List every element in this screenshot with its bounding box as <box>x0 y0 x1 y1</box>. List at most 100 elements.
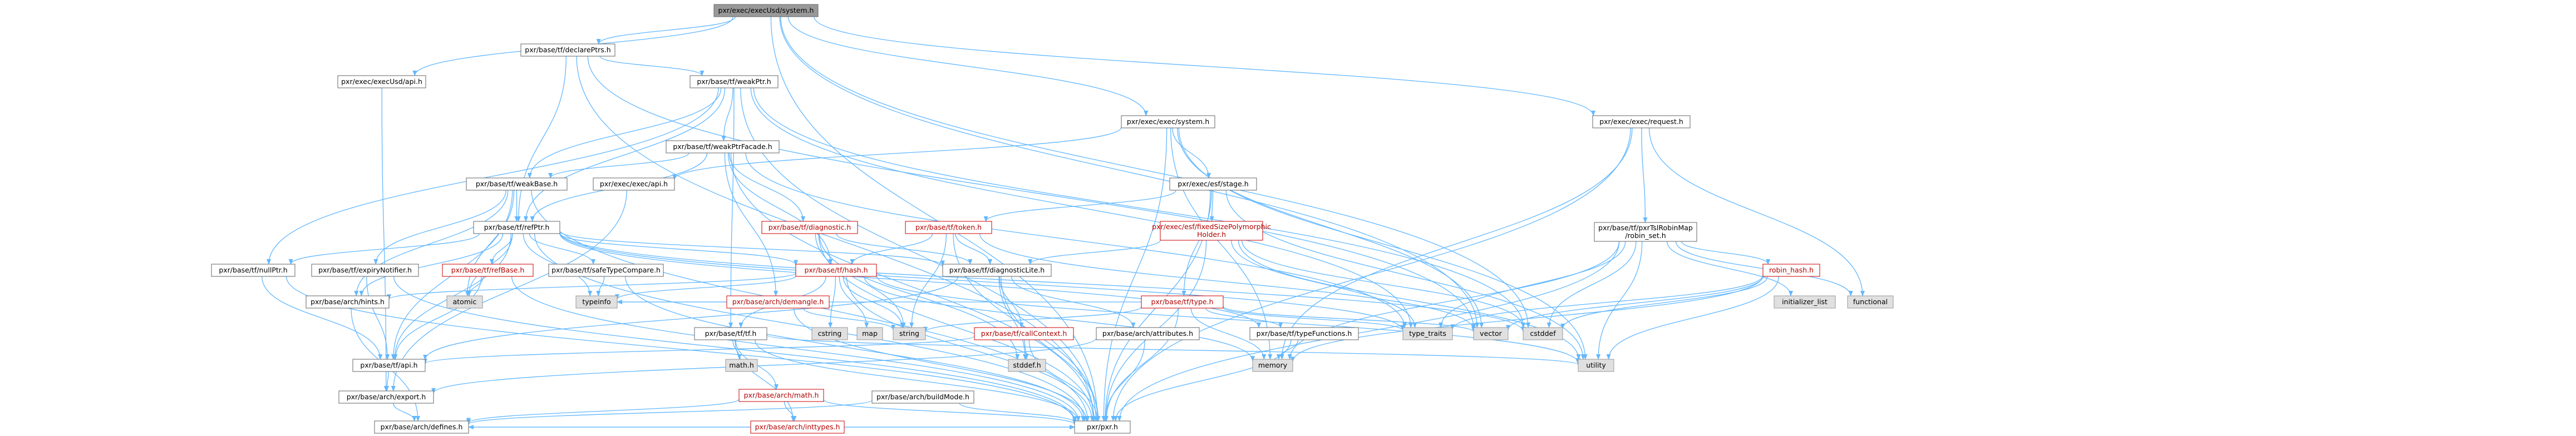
node-execsystem[interactable]: pxr/exec/exec/system.h <box>1121 115 1215 128</box>
edge-path <box>1103 339 1145 422</box>
edge-path <box>1028 339 1100 422</box>
node-box <box>466 177 568 191</box>
edge-path <box>1606 276 1780 360</box>
node-label: type_traits <box>1409 329 1446 338</box>
node-box <box>905 221 992 234</box>
node-archmath[interactable]: pxr/base/arch/math.h <box>738 389 824 402</box>
node-weakPtrFacade[interactable]: pxr/base/tf/weakPtrFacade.h <box>666 140 780 153</box>
edge-path <box>732 339 742 360</box>
node-tf[interactable]: pxr/base/tf/tf.h <box>694 327 767 340</box>
edge-refPtr-to-hints <box>359 233 504 296</box>
edge-hash-to-hints <box>387 272 796 300</box>
node-pxr[interactable]: pxr/pxr.h <box>1074 420 1131 434</box>
edge-execsystem-to-pxr <box>1101 127 1168 422</box>
node-box <box>725 359 758 372</box>
edge-path <box>391 190 627 392</box>
edge-robinhash-to-utility <box>1606 276 1780 360</box>
node-box <box>750 420 845 434</box>
node-request[interactable]: pxr/exec/exec/request.h <box>1592 115 1691 128</box>
edge-type-to-string <box>923 306 1142 333</box>
node-label: pxr/base/tf/callContext.h <box>981 329 1067 338</box>
node-robinhash[interactable]: robin_hash.h <box>1762 264 1820 277</box>
node-buildMode[interactable]: pxr/base/arch/buildMode.h <box>871 390 974 404</box>
node-inttypes[interactable]: pxr/base/arch/inttypes.h <box>750 420 845 434</box>
edge-refBase-to-tfapi <box>393 276 482 360</box>
node-label: pxr/base/tf/weakPtr.h <box>697 77 771 86</box>
node-callContext[interactable]: pxr/base/tf/callContext.h <box>974 327 1074 340</box>
node-robinmap[interactable]: pxr/base/tf/pxrTslRobinMap/robin_set.h <box>1594 222 1697 242</box>
edge-refPtr-to-typeFunctions <box>559 233 1261 328</box>
edge-request-to-functional <box>1648 127 1865 296</box>
node-weakBase[interactable]: pxr/base/tf/weakBase.h <box>466 177 568 191</box>
edge-robinhash-to-vector <box>1506 276 1764 331</box>
node-box <box>575 295 618 309</box>
node-typeFunctions[interactable]: pxr/base/tf/typeFunctions.h <box>1249 327 1359 340</box>
node-box <box>337 75 426 88</box>
edge-refPtr-to-typetraits <box>559 232 1405 331</box>
node-export[interactable]: pxr/base/arch/export.h <box>338 390 434 404</box>
edge-type-to-memory <box>1190 308 1267 360</box>
node-attributes[interactable]: pxr/base/arch/attributes.h <box>1096 327 1200 340</box>
node-refPtr[interactable]: pxr/base/tf/refPtr.h <box>473 221 560 234</box>
node-box <box>338 390 434 404</box>
node-token[interactable]: pxr/base/tf/token.h <box>905 221 992 234</box>
node-box <box>761 221 858 234</box>
edge-path <box>373 190 506 265</box>
node-safeType[interactable]: pxr/base/tf/safeTypeCompare.h <box>548 264 664 277</box>
node-box <box>473 221 560 234</box>
node-label: stddef.h <box>1013 361 1041 369</box>
edge-path <box>596 16 736 44</box>
node-label: initializer_list <box>1782 298 1828 306</box>
edge-diagnostic-to-string <box>815 233 906 328</box>
node-demangle[interactable]: pxr/base/arch/demangle.h <box>726 295 830 309</box>
edge-refPtr-to-hash <box>559 233 798 266</box>
node-box <box>893 327 926 340</box>
node-fixedSize[interactable]: pxr/exec/esf/fixedSizePolymorphicHolder.… <box>1152 221 1271 241</box>
node-hints[interactable]: pxr/base/arch/hints.h <box>306 295 390 309</box>
edge-hash-to-utility <box>876 275 1580 364</box>
node-box <box>1074 420 1131 434</box>
node-execapi[interactable]: pxr/exec/exec/api.h <box>593 177 675 191</box>
node-box <box>1762 264 1820 277</box>
edge-weakBase-to-expiry <box>373 190 506 265</box>
edge-request-to-pxr <box>1111 127 1631 422</box>
edge-path <box>267 87 719 265</box>
edge-path <box>730 152 1097 422</box>
node-box <box>1473 327 1509 340</box>
edge-usdsystem-to-vector <box>779 16 1480 328</box>
node-type[interactable]: pxr/base/tf/type.h <box>1141 295 1224 309</box>
edge-path <box>745 152 1407 328</box>
node-box <box>738 389 824 402</box>
edge-path <box>523 87 726 222</box>
node-stage[interactable]: pxr/exec/esf/stage.h <box>1169 177 1257 191</box>
node-tfapi[interactable]: pxr/base/tf/api.h <box>352 359 426 372</box>
node-diagnostic[interactable]: pxr/base/tf/diagnostic.h <box>761 221 858 234</box>
node-nullPtr[interactable]: pxr/base/tf/nullPtr.h <box>211 264 295 277</box>
node-declarePtrs[interactable]: pxr/base/tf/declarePtrs.h <box>520 43 615 57</box>
edge-fixedSize-to-cstddef <box>1242 240 1526 328</box>
edge-demangle-to-string <box>802 308 895 330</box>
edge-robinmap-to-initlist <box>1666 241 1793 296</box>
edge-execapi-to-export <box>391 190 627 392</box>
node-expiry[interactable]: pxr/base/tf/expiryNotifier.h <box>311 264 419 277</box>
node-label: pxr/base/arch/inttypes.h <box>755 423 840 431</box>
node-box <box>1252 359 1293 372</box>
node-weakPtr[interactable]: pxr/base/tf/weakPtr.h <box>689 75 779 88</box>
node-diaglite[interactable]: pxr/base/tf/diagnosticLite.h <box>942 264 1052 277</box>
edge-path <box>1181 190 1212 296</box>
edge-path <box>559 233 798 266</box>
edge-token-to-string <box>909 233 947 328</box>
edge-weakPtrFacade-to-pxr <box>730 152 1097 422</box>
node-label: pxr/exec/esf/stage.h <box>1178 180 1248 188</box>
node-execusdapi[interactable]: pxr/exec/execUsd/api.h <box>337 75 426 88</box>
edge-path <box>1450 275 1764 330</box>
node-defines[interactable]: pxr/base/arch/defines.h <box>374 420 469 434</box>
edge-path <box>1276 339 1299 360</box>
edge-robinmap-to-typetraits <box>1439 241 1626 328</box>
node-label: pxr/base/tf/hash.h <box>804 266 868 274</box>
node-label: pxr/exec/execUsd/api.h <box>341 77 422 86</box>
node-refBase[interactable]: pxr/base/tf/refBase.h <box>442 264 534 277</box>
edge-path <box>1439 241 1626 328</box>
edge-path <box>909 233 947 328</box>
node-hash[interactable]: pxr/base/tf/hash.h <box>795 264 877 277</box>
